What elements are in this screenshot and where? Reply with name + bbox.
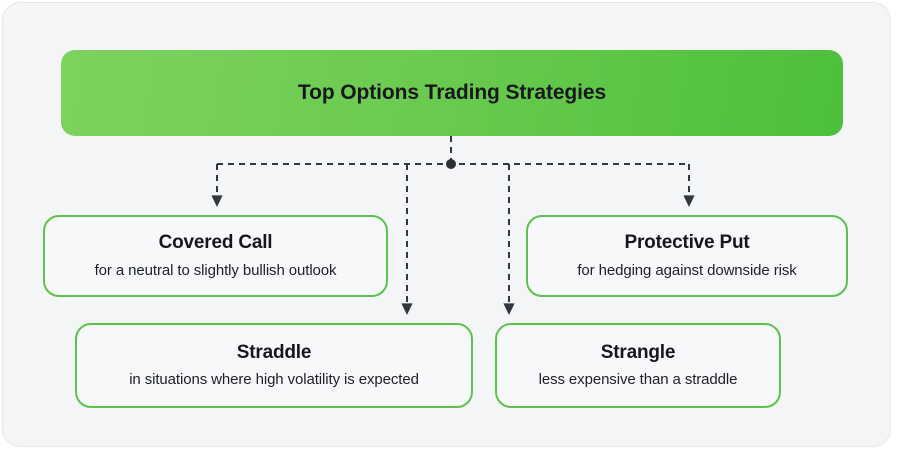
node-covered-call[interactable]: Covered Call for a neutral to slightly b… [43,215,388,297]
node-straddle[interactable]: Straddle in situations where high volati… [75,323,473,408]
junction-dot-icon [446,159,456,169]
node-strangle[interactable]: Strangle less expensive than a straddle [495,323,781,408]
node-covered-call-title: Covered Call [158,232,273,254]
node-straddle-title: Straddle [236,341,312,363]
node-protective-put-title: Protective Put [624,232,750,254]
root-node-top-options-trading-strategies[interactable]: Top Options Trading Strategies [61,50,843,136]
root-node-title: Top Options Trading Strategies [297,81,607,104]
node-strangle-title: Strangle [600,341,676,363]
node-protective-put[interactable]: Protective Put for hedging against downs… [526,215,848,297]
node-protective-put-subtitle: for hedging against downside risk [577,261,797,279]
node-covered-call-subtitle: for a neutral to slightly bullish outloo… [94,261,337,279]
node-strangle-subtitle: less expensive than a straddle [538,371,738,389]
node-straddle-subtitle: in situations where high volatility is e… [129,371,419,389]
diagram-card: Top Options Trading Strategies [2,2,891,447]
flowchart: Top Options Trading Strategies [3,3,890,446]
